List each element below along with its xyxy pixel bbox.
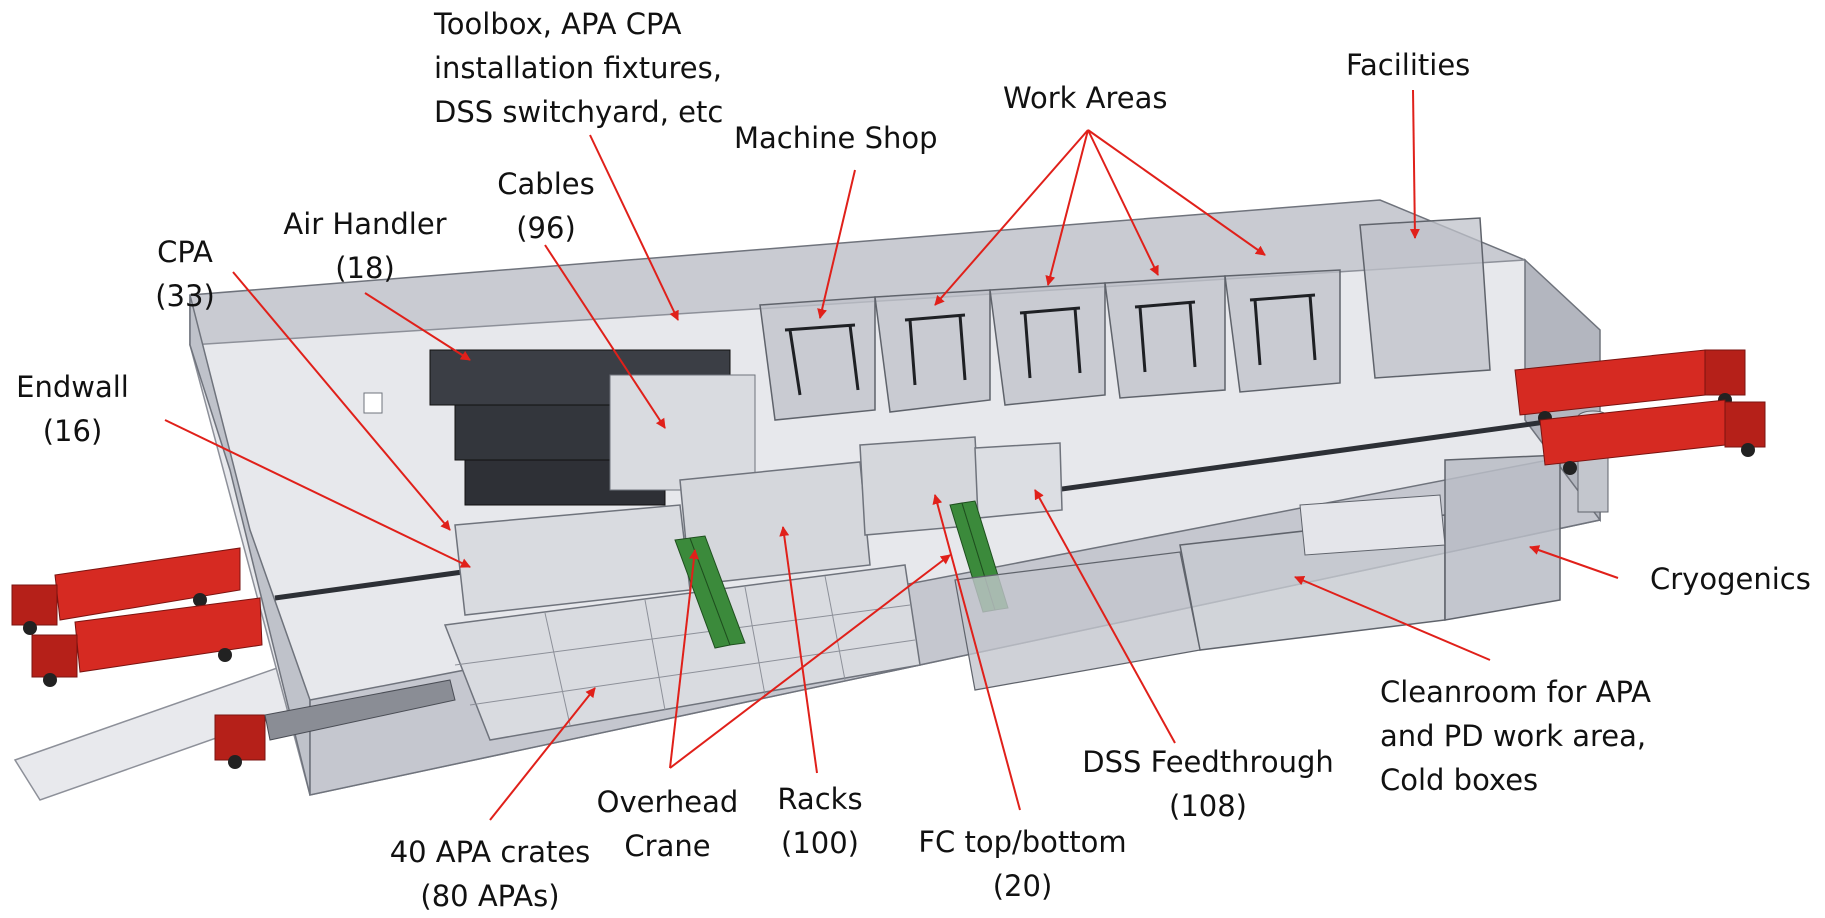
label-fc-topbottom: FC top/bottom(20) (900, 820, 1145, 908)
label-cpa: CPA(33) (150, 230, 220, 318)
label-dss-feedthrough: DSS Feedthrough(108) (1078, 740, 1338, 828)
label-machine-shop: Machine Shop (734, 116, 938, 160)
label-endwall: Endwall(16) (10, 365, 135, 453)
label-facilities: Facilities (1346, 43, 1470, 87)
dss-crates (975, 443, 1062, 518)
cold-boxes (1300, 495, 1445, 555)
access-ramp (15, 660, 310, 800)
label-work-areas: Work Areas (1003, 76, 1168, 120)
label-cables: Cables(96) (491, 162, 601, 250)
label-racks: Racks(100) (770, 777, 870, 865)
cable-crates (610, 375, 755, 490)
label-apa-crates: 40 APA crates(80 APAs) (375, 830, 605, 918)
door (364, 393, 382, 413)
cryogenics-room (1445, 455, 1560, 620)
label-cryogenics: Cryogenics (1650, 557, 1811, 601)
label-air-handler: Air Handler(18) (275, 202, 455, 290)
